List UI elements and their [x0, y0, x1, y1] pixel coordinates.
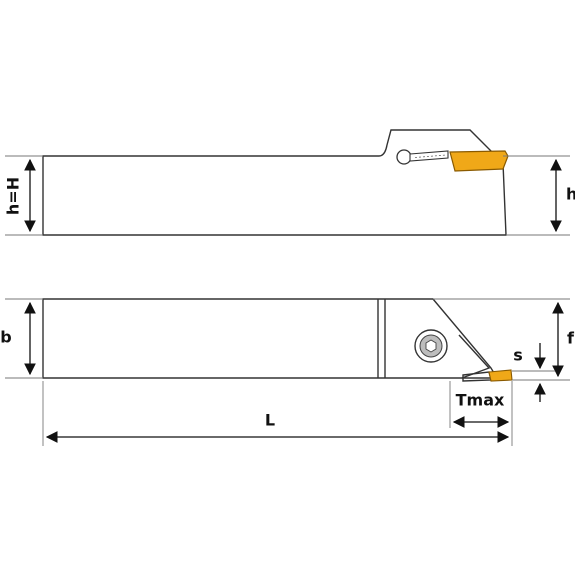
dimension-label-b: b: [0, 328, 11, 347]
dimension-h-equals-H: h=H: [4, 155, 43, 236]
dimension-tmax: Tmax: [449, 381, 513, 446]
dimension-b: b: [0, 298, 43, 379]
dimension-label-s: s: [513, 346, 523, 365]
hex-socket-screw-icon: [414, 329, 448, 363]
cutting-insert-top-icon: [488, 369, 513, 382]
clamp-lever-arm: [409, 150, 449, 162]
dimension-f: f: [433, 298, 575, 381]
dimension-h: h: [503, 155, 575, 236]
dimension-l: L: [42, 381, 510, 446]
side-view-shank-outline: [42, 129, 507, 236]
side-view: [42, 129, 509, 236]
dimension-label-tmax: Tmax: [456, 391, 505, 410]
clamp-lever: [396, 149, 449, 165]
dimension-s: s: [512, 343, 555, 402]
clamp-lever-ball: [396, 149, 412, 165]
dimension-label-h: h: [566, 185, 575, 204]
cutting-insert-icon: [449, 150, 509, 172]
dimension-label-f: f: [567, 329, 575, 348]
top-view: [42, 298, 513, 382]
dimension-label-l: L: [265, 411, 275, 430]
dimension-label-h-equals-H: h=H: [4, 177, 23, 215]
